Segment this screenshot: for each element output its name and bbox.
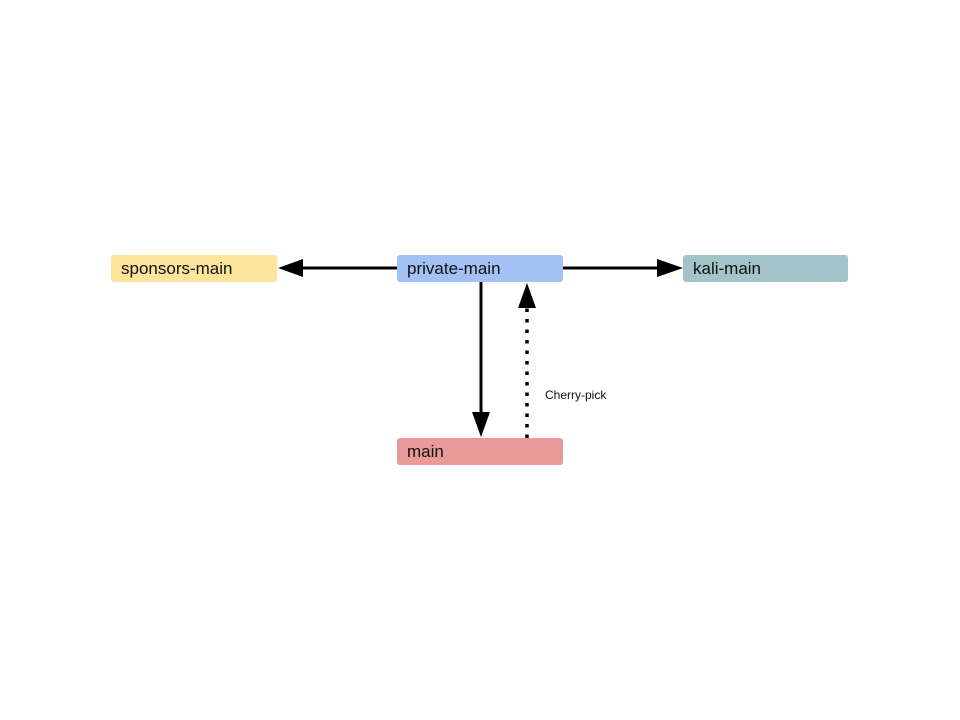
arrowhead-sponsors — [278, 259, 303, 277]
node-private-main: private-main — [397, 255, 563, 282]
arrowhead-cherry-pick — [518, 283, 536, 308]
node-kali-main: kali-main — [683, 255, 848, 282]
node-main: main — [397, 438, 563, 465]
arrowhead-main — [472, 412, 490, 437]
cherry-pick-label: Cherry-pick — [545, 388, 607, 402]
arrowhead-kali — [657, 259, 683, 277]
node-sponsors-main: sponsors-main — [111, 255, 277, 282]
